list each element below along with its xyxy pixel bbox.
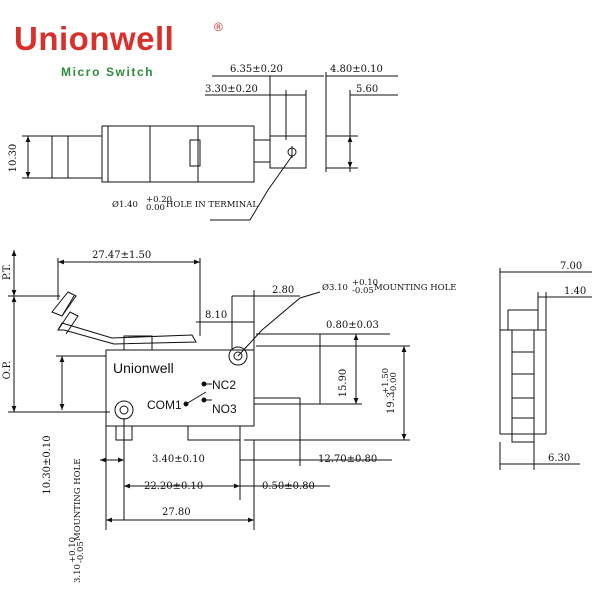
dim-22-20: 22.20±0.10	[144, 481, 203, 492]
dim-0-80: 0.80±0.03	[326, 320, 379, 331]
end-view	[499, 268, 592, 470]
svg-text:Ø1.40: Ø1.40	[112, 199, 138, 210]
terminal-no-label: NO3	[212, 402, 237, 416]
dim-op: O.P.	[2, 361, 13, 380]
svg-text:HOLE IN TERMINAL: HOLE IN TERMINAL	[166, 200, 258, 210]
dim-12-70: 12.70±0.80	[318, 454, 377, 465]
dim-10-30-side: 10.30±0.10	[42, 435, 53, 494]
brand-tagline: Micro Switch	[61, 65, 155, 79]
registered-mark: ®	[214, 20, 223, 34]
dim-1-40: 1.40	[564, 286, 586, 297]
dim-6-30: 6.30	[548, 453, 570, 464]
dim-0-50: 0.50±0.80	[262, 481, 315, 492]
left-mounting-hole-note: 3.10 +0.10 -0.05 MOUNTING HOLE	[68, 459, 86, 583]
svg-text:+0.20: +0.20	[146, 195, 172, 205]
dim-10-30-top: 10.30	[8, 144, 19, 173]
dim-2-80: 2.80	[272, 285, 294, 296]
dim-3-30: 3.30±0.20	[205, 84, 258, 95]
svg-text:+0.10: +0.10	[352, 278, 378, 288]
terminal-com-label: COM1	[147, 398, 182, 412]
svg-text:MOUNTING HOLE: MOUNTING HOLE	[73, 459, 83, 541]
svg-text:+1.50: +1.50	[381, 368, 391, 394]
svg-text:19.3: 19.3	[386, 392, 397, 414]
svg-text:MOUNTING HOLE: MOUNTING HOLE	[374, 283, 456, 293]
dim-5-60: 5.60	[356, 84, 378, 95]
dim-6-35: 6.35±0.20	[230, 64, 283, 75]
brand-logo: Unionwell ® Micro Switch	[14, 10, 254, 80]
dim-4-80: 4.80±0.10	[330, 64, 383, 75]
svg-text:Ø3.10: Ø3.10	[322, 282, 348, 293]
svg-text:3.10: 3.10	[73, 564, 83, 583]
dim-15-90: 15.90	[338, 369, 349, 398]
svg-text:0.00: 0.00	[146, 203, 165, 213]
brand-name: Unionwell	[14, 20, 175, 57]
dim-27-80: 27.80	[162, 507, 191, 518]
body-brand-label: Unionwell	[113, 360, 174, 376]
terminal-nc-label: NC2	[212, 378, 236, 392]
top-view	[22, 72, 398, 221]
dim-pt: P.T.	[2, 264, 13, 280]
dim-8-10: 8.10	[205, 310, 227, 321]
mounting-hole-note: Ø3.10 +0.10 -0.05 MOUNTING HOLE	[322, 278, 456, 296]
svg-text:+0.10: +0.10	[68, 537, 78, 563]
dim-7-00: 7.00	[560, 261, 582, 272]
side-view	[8, 250, 410, 530]
terminal-hole-note: Ø1.40 +0.20 0.00 HOLE IN TERMINAL	[112, 195, 258, 213]
dim-lever-length: 27.47±1.50	[92, 250, 151, 261]
dim-3-40: 3.40±0.10	[152, 454, 205, 465]
svg-text:-0.05: -0.05	[352, 286, 374, 296]
svg-text:-0.05: -0.05	[76, 541, 86, 563]
dim-19-3: 19.3 +1.50 -0.00	[381, 368, 399, 414]
svg-text:-0.00: -0.00	[389, 372, 399, 394]
